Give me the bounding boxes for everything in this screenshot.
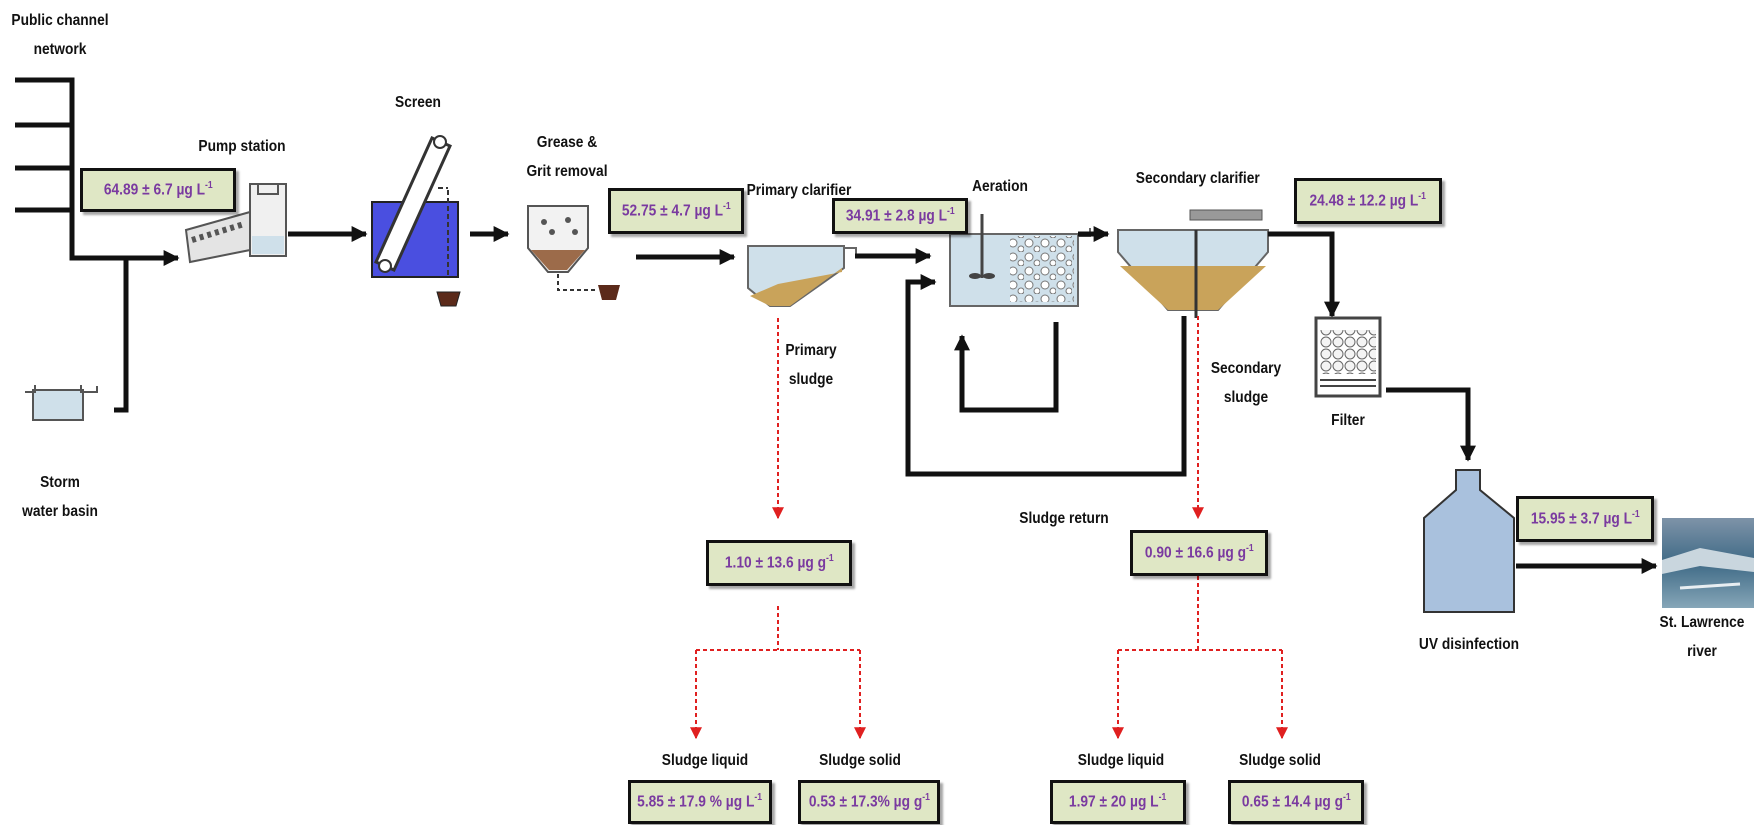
uv-disinfection-label: UV disinfection [1413, 630, 1525, 659]
grease-grit-removal-label: Grease & Grit removal [520, 128, 615, 186]
primary-sludge-concentration-value: 1.10 ± 13.6 µg g-1 [725, 553, 834, 572]
primary-sludge-concentration-box: 1.10 ± 13.6 µg g-1 [706, 540, 852, 586]
influent-concentration-value: 64.89 ± 6.7 µg L-1 [104, 180, 213, 199]
sludge-liquid-secondary-label: Sludge liquid [1074, 746, 1169, 775]
public-channel-network [15, 80, 178, 410]
post-grit-concentration-box: 52.75 ± 4.7 µg L-1 [608, 188, 744, 234]
grit-chamber-icon [528, 206, 620, 300]
flow-arrow [1268, 234, 1332, 316]
uv-disinfection-icon [1424, 470, 1514, 612]
effluent-concentration-value: 15.95 ± 3.7 µg L-1 [1531, 509, 1640, 528]
secondary-sludge-label: Secondary sludge [1203, 354, 1289, 412]
flow-arrow [1386, 390, 1468, 460]
primary-solid-concentration-value: 0.53 ± 17.3% µg g-1 [808, 792, 929, 811]
primary-solid-concentration-box: 0.53 ± 17.3% µg g-1 [798, 780, 940, 824]
aeration-tank-icon [950, 214, 1090, 306]
effluent-concentration-box: 15.95 ± 3.7 µg L-1 [1516, 496, 1654, 542]
secondary-sludge-concentration-box: 0.90 ± 16.6 µg g-1 [1130, 530, 1268, 576]
secondary-clarifier-icon [1118, 210, 1268, 318]
st-lawrence-river-label: St. Lawrence river [1657, 608, 1746, 666]
primary-liquid-concentration-box: 5.85 ± 17.9 % µg L-1 [628, 780, 772, 824]
post-primary-concentration-value: 34.91 ± 2.8 µg L-1 [846, 206, 955, 225]
screen-label: Screen [384, 88, 453, 117]
sludge-liquid-primary-label: Sludge liquid [658, 746, 753, 775]
secondary-sludge-concentration-value: 0.90 ± 16.6 µg g-1 [1145, 543, 1254, 562]
primary-sludge-label: Primary sludge [772, 336, 849, 394]
filter-icon [1316, 318, 1380, 396]
pump-station-label: Pump station [190, 132, 293, 161]
storm-water-basin-label: Storm water basin [8, 468, 111, 526]
secondary-solid-concentration-box: 0.65 ± 14.4 µg g-1 [1228, 780, 1364, 824]
filter-label: Filter [1314, 406, 1383, 435]
sludge-solid-secondary-label: Sludge solid [1235, 746, 1324, 775]
post-secondary-concentration-box: 24.48 ± 12.2 µg L-1 [1294, 178, 1442, 224]
sludge-return-label: Sludge return [1012, 504, 1115, 533]
sludge-solid-primary-label: Sludge solid [815, 746, 904, 775]
influent-concentration-box: 64.89 ± 6.7 µg L-1 [80, 168, 236, 212]
post-secondary-concentration-value: 24.48 ± 12.2 µg L-1 [1310, 191, 1426, 210]
storm-water-basin-icon [25, 385, 97, 420]
screen-icon [372, 136, 460, 306]
secondary-liquid-concentration-box: 1.97 ± 20 µg L-1 [1050, 780, 1186, 824]
primary-clarifier-icon [748, 246, 856, 306]
internal-recirculation-arrow [962, 322, 1056, 410]
primary-liquid-concentration-value: 5.85 ± 17.9 % µg L-1 [638, 792, 763, 811]
post-grit-concentration-value: 52.75 ± 4.7 µg L-1 [622, 201, 731, 220]
river-photo-icon [1662, 518, 1754, 608]
sludge-return-line [908, 282, 1184, 474]
post-primary-concentration-box: 34.91 ± 2.8 µg L-1 [832, 198, 968, 234]
secondary-liquid-concentration-value: 1.97 ± 20 µg L-1 [1069, 792, 1166, 811]
aeration-label: Aeration [966, 172, 1035, 201]
public-channel-network-label: Public channel network [8, 6, 111, 64]
secondary-clarifier-label: Secondary clarifier [1136, 164, 1256, 193]
secondary-solid-concentration-value: 0.65 ± 14.4 µg g-1 [1242, 792, 1351, 811]
